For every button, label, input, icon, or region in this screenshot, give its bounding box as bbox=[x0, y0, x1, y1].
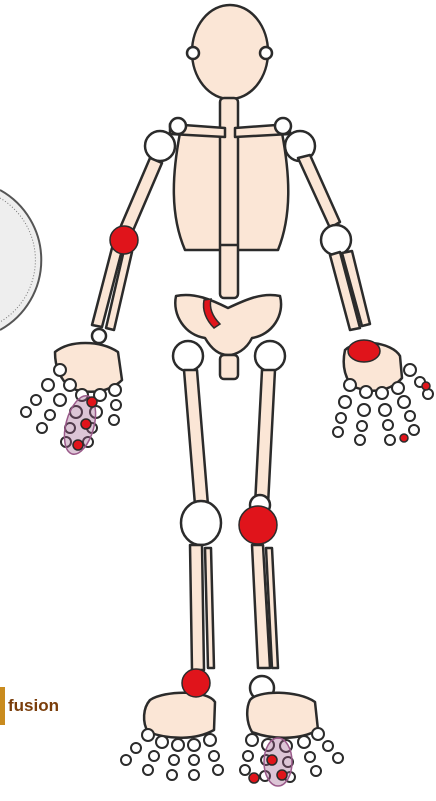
fusion-label-text: fusion bbox=[8, 696, 59, 716]
fusion-label: fusion bbox=[0, 686, 59, 726]
right-shoulder-joint bbox=[275, 118, 291, 134]
inflamed-toe-joint bbox=[267, 755, 277, 765]
inflamed-finger-joint bbox=[81, 419, 91, 429]
fusion-label-accent bbox=[0, 687, 5, 725]
skull bbox=[192, 5, 268, 99]
inflamed-finger-joint bbox=[73, 440, 83, 450]
right-elbow-joint bbox=[321, 225, 351, 255]
left-knee-joint bbox=[181, 501, 221, 545]
inflamed-left-knee bbox=[239, 506, 277, 544]
right-humerus bbox=[298, 155, 340, 228]
right-foot bbox=[247, 693, 318, 738]
inflamed-left-wrist bbox=[348, 340, 380, 362]
inflamed-toe-joint bbox=[249, 773, 259, 783]
left-femur bbox=[184, 370, 208, 505]
left-shoulder-joint bbox=[170, 118, 186, 134]
left-foot bbox=[144, 693, 215, 738]
right-hip-joint bbox=[255, 341, 285, 371]
left-ear bbox=[187, 47, 199, 59]
right-ear bbox=[260, 47, 272, 59]
left-wrist-joint bbox=[92, 329, 106, 343]
left-humerus bbox=[120, 158, 162, 233]
inflamed-right-ankle bbox=[182, 669, 210, 697]
inflamed-finger-joint bbox=[422, 382, 430, 390]
left-tibia bbox=[190, 545, 204, 670]
left-hip-joint bbox=[173, 341, 203, 371]
inflamed-right-elbow bbox=[110, 226, 138, 254]
left-fibula bbox=[205, 548, 214, 668]
inflamed-toe-joint bbox=[277, 770, 287, 780]
right-femur bbox=[255, 370, 275, 505]
inflamed-finger-joint bbox=[400, 434, 408, 442]
left-shoulder-ball bbox=[145, 131, 175, 161]
cropped-circle-graphic bbox=[0, 190, 41, 330]
sacrum bbox=[220, 355, 238, 379]
inflamed-finger-joint bbox=[87, 397, 97, 407]
